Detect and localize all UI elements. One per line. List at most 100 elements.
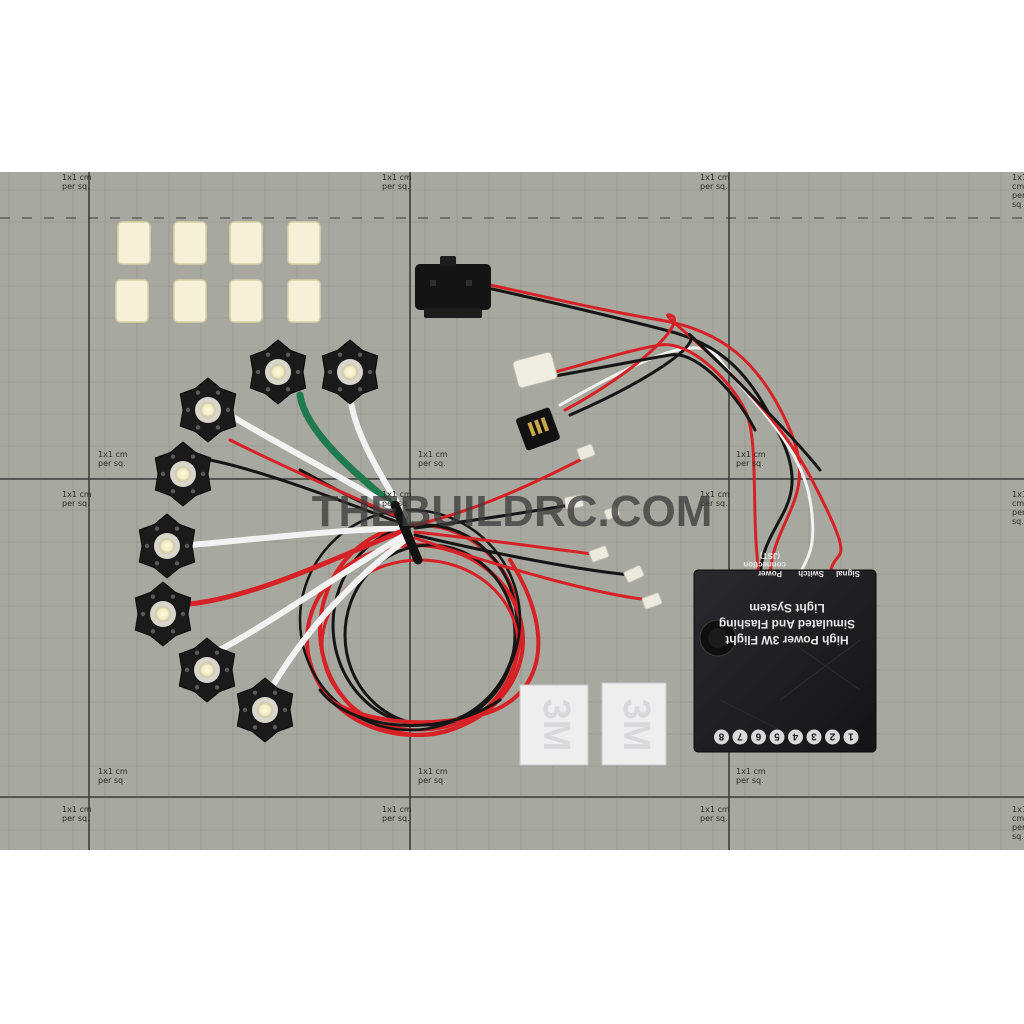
grid-scale-line-1: 1x1 cm: [98, 767, 128, 776]
svg-text:3M: 3M: [535, 699, 577, 752]
channel-marker: [769, 729, 785, 745]
grid-scale-line-2: per sq.: [1012, 823, 1024, 841]
grid-scale-line-2: per sq.: [700, 814, 728, 823]
grid-scale-line-1: 1x1 cm: [1012, 805, 1024, 823]
channel-number: 1: [848, 731, 854, 742]
grid-scale-line-2: per sq.: [700, 499, 728, 508]
signal-servo-connector: [516, 407, 560, 451]
controller-box: [693, 569, 877, 753]
watermark: THEBUILDRC.COM: [311, 487, 713, 536]
led-star-board: [138, 513, 196, 579]
led-star-board: [321, 339, 379, 405]
grid-scale-line-1: 1x1 cm: [98, 450, 128, 459]
grid-scale-line-1: 1x1 cm: [700, 490, 730, 499]
channel-marker: [714, 729, 729, 745]
channel-marker: [788, 729, 803, 745]
led-star-board: [178, 637, 236, 703]
grid-scale-line-2: per sq.: [62, 499, 90, 508]
grid-scale-line-1: 1x1 cm: [1012, 490, 1024, 508]
power-jst-connector: [512, 351, 558, 389]
led-modules: [134, 339, 379, 743]
grid-scale-line-1: 1x1 cm: [418, 767, 448, 776]
grid-scale-line-2: per sq.: [418, 776, 446, 785]
grid-scale-line-2: per sq.: [382, 182, 410, 191]
controller-title: High Power 3W Flight Simulated And Flash…: [712, 600, 862, 648]
grid-scale-line-1: 1x1 cm: [736, 767, 766, 776]
grid-scale-line-2: per sq.: [62, 814, 90, 823]
grid-scale-line-1: 1x1 cm: [700, 805, 730, 814]
grid-scale-line-1: 1x1 cm: [736, 450, 766, 459]
grid-scale-line-2: per sq.: [98, 776, 126, 785]
led-star-board: [249, 339, 307, 405]
grid-scale-line-2: per sq.: [62, 182, 90, 191]
grid-scale-line-2: per sq.: [1012, 508, 1024, 526]
grid-scale-line-1: 1x1 cm: [700, 173, 730, 182]
channel-number: 7: [737, 731, 743, 742]
grid-scale-line-2: per sq.: [382, 499, 410, 508]
grid-scale-line-1: 1x1 cm: [62, 173, 92, 182]
channel-number: 2: [829, 731, 835, 742]
channel-marker: [825, 729, 840, 745]
grid-scale-line-2: per sq.: [382, 814, 410, 823]
grid-scale-line-1: 1x1 cm: [1012, 173, 1024, 191]
grid-scale-line-1: 1x1 cm: [418, 450, 448, 459]
port-switch-label: Switch: [798, 569, 824, 578]
port-power-label-2: connection: [743, 560, 786, 569]
port-signal-label: Signal: [835, 569, 860, 578]
channel-number: 3: [811, 731, 817, 742]
svg-text:3M: 3M: [615, 699, 657, 752]
grid-scale-line-1: 1x1 cm: [62, 490, 92, 499]
grid-scale-line-1: 1x1 cm: [382, 805, 412, 814]
led-star-board: [236, 677, 294, 743]
wire-harness: [177, 283, 843, 737]
grid-scale-line-2: per sq.: [98, 459, 126, 468]
led-star-board: [134, 581, 192, 647]
channel-number: 8: [718, 731, 724, 742]
led-star-board: [154, 441, 212, 507]
led-star-board: [179, 377, 237, 443]
channel-marker: [732, 729, 748, 745]
title-line-3: Light System: [749, 601, 825, 615]
channel-markers: 1 2 3 4 5 6 7 8: [714, 729, 859, 745]
power-switch: [415, 256, 491, 318]
grid-scale-line-2: per sq.: [736, 459, 764, 468]
adhesive-pads: 3M 3M: [519, 682, 667, 766]
channel-number: 5: [774, 731, 780, 742]
grid-scale-line-2: per sq.: [418, 459, 446, 468]
grid-scale-line-1: 1x1 cm: [382, 173, 412, 182]
channel-number: 4: [792, 731, 798, 742]
port-power-label-3: (JST): [760, 551, 780, 560]
port-power-label-1: Power: [757, 569, 782, 578]
channel-marker: [751, 729, 766, 745]
title-line-2: Simulated And Flashing: [718, 617, 856, 631]
channel-marker: [843, 729, 859, 745]
cable-clips: [115, 221, 321, 323]
grid-scale-line-2: per sq.: [1012, 191, 1024, 209]
grid-scale-line-1: 1x1 cm: [62, 805, 92, 814]
jst-connectors: [563, 443, 663, 610]
title-line-1: High Power 3W Flight: [725, 633, 849, 647]
grid-scale-line-2: per sq.: [700, 182, 728, 191]
grid-scale-line-1: 1x1 cm: [382, 490, 412, 499]
grid-scale-line-2: per sq.: [736, 776, 764, 785]
channel-number: 6: [755, 731, 761, 742]
